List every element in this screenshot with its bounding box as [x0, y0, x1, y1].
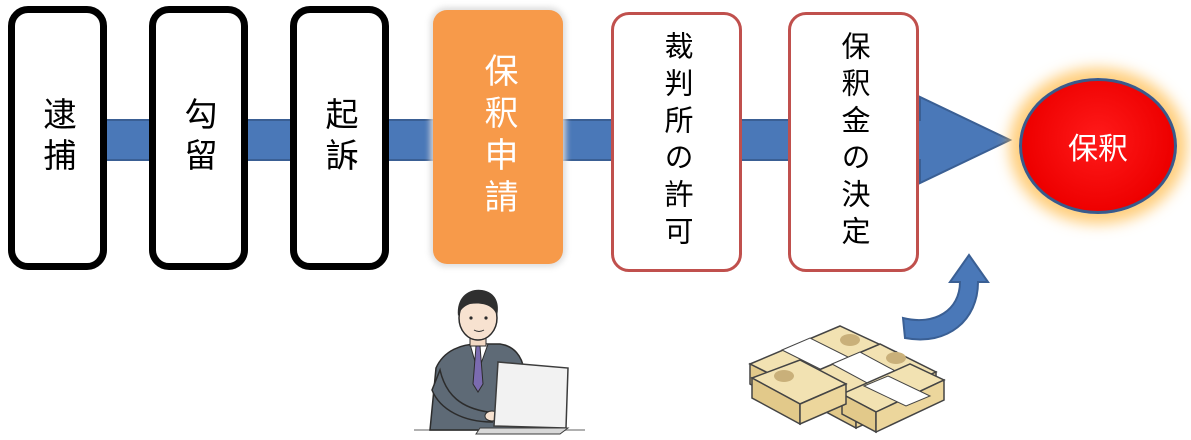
goal-label: 保釈 [1068, 132, 1128, 167]
step-arrest-label: 逮捕 [38, 97, 77, 179]
step-indictment-label: 起訴 [320, 97, 359, 179]
step-bail-application-label: 保釈申請 [478, 53, 518, 221]
step-detention-label: 勾留 [179, 97, 218, 179]
step-bail-amount-decision: 保釈金の決定 [788, 12, 919, 272]
step-court-approval: 裁判所の許可 [611, 12, 742, 272]
step-court-approval-label: 裁判所の許可 [660, 31, 694, 253]
step-arrest: 逮捕 [8, 6, 107, 270]
goal-release-on-bail: 保釈 [1019, 78, 1177, 214]
step-bail-application: 保釈申請 [433, 10, 563, 264]
step-indictment: 起訴 [290, 6, 389, 270]
step-detention: 勾留 [149, 6, 248, 270]
step-bail-amount-decision-label: 保釈金の決定 [837, 31, 871, 253]
